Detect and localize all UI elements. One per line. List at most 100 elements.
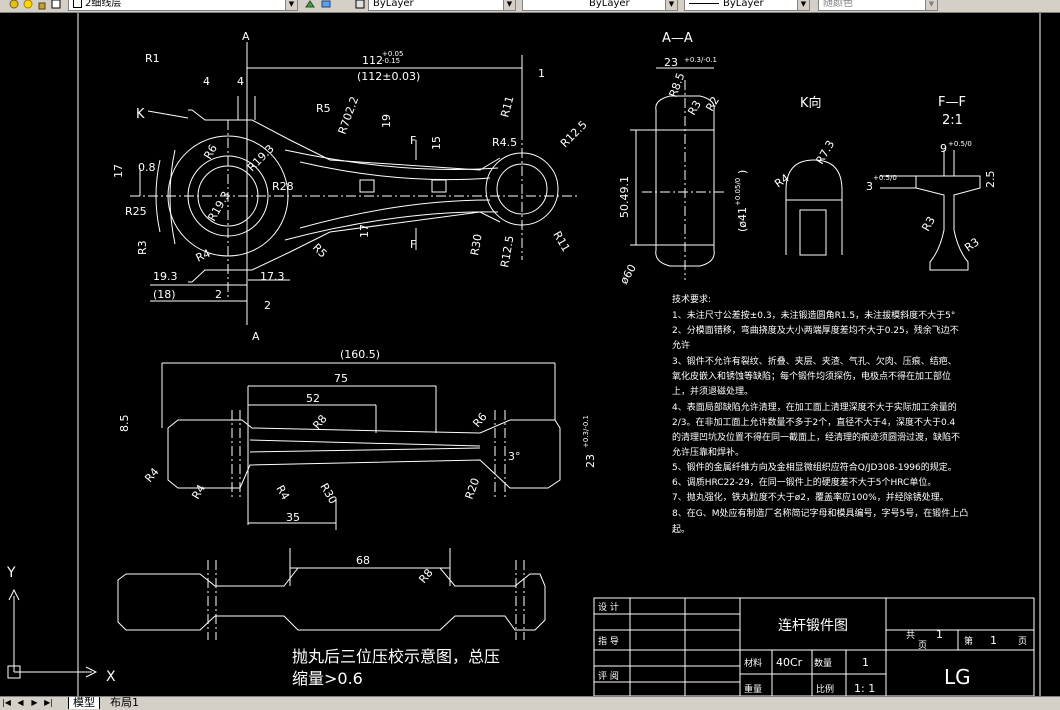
ucs-icon [7, 588, 98, 679]
layer-state-icon[interactable] [8, 0, 20, 10]
tb-total-unit: 页 [918, 640, 927, 651]
press-view: 68 R8 抛丸后三位压校示意图，总压 缩量>0.6 [117, 548, 546, 688]
title-block: 设 计 指 导 评 阅 连杆锻件图 材料 40Cr 数量 1 重量 比例 1: … [593, 597, 1035, 696]
aa-dim-23: 23 [664, 56, 678, 69]
tb-sheet-label: 第 [964, 635, 973, 647]
plotstyle-dropdown[interactable]: 随颜色 ▼ [818, 0, 938, 11]
tech-line: 7、抛丸强化，铁丸粒度不大于ø2，覆盖率应100%，并经除锈处理。 [672, 491, 949, 503]
dim-4a: 4 [203, 75, 210, 88]
press-caption-line1: 抛丸后三位压校示意图，总压 [292, 647, 500, 666]
side-dim-85: 8.5 [118, 415, 131, 433]
tech-line: 5、锻件的金属纤维方向及金相显微组织应符合Q/JD308-1996的规定。 [672, 461, 957, 473]
tb-review-label: 评 阅 [598, 671, 619, 682]
tb-drawing-name: 连杆锻件图 [778, 618, 848, 634]
make-current-icon[interactable] [304, 0, 316, 10]
side-r4a: R4 [142, 465, 161, 485]
tb-material-label: 材料 [744, 657, 762, 669]
tab-model[interactable]: 模型 [68, 697, 100, 709]
last-tab-icon[interactable]: ▶| [44, 698, 53, 707]
r25-label: R25 [125, 205, 147, 218]
first-tab-icon[interactable]: |◀ [2, 698, 11, 707]
lineweight-dropdown[interactable]: ByLayer ▼ [684, 0, 810, 11]
color-control-icon[interactable] [354, 0, 366, 10]
side-r4c: R4 [273, 483, 292, 502]
ff-dim-3-tol: +0.5/0 [873, 174, 897, 182]
chevron-down-icon: ▼ [285, 0, 297, 10]
lineweight-sample [689, 2, 719, 4]
view-k-title: K向 [800, 95, 822, 111]
r3-label: R3 [136, 240, 149, 255]
tb-scale-label: 比例 [816, 683, 834, 695]
ucs-y-label: Y [6, 565, 16, 581]
layer-name: 2细线层 [85, 0, 122, 9]
r193b-label: R19.3 [205, 189, 232, 223]
layer-previous-icon[interactable] [320, 0, 332, 10]
side-dim-1605: (160.5) [340, 348, 380, 361]
next-tab-icon[interactable]: ▶ [31, 698, 38, 707]
sun-icon[interactable] [22, 0, 34, 10]
prev-tab-icon[interactable]: ◀ [17, 698, 24, 707]
tech-line: 允许 [672, 339, 690, 351]
ff-r3b: R3 [962, 235, 981, 254]
tech-line: 2/3。在非加工面上允许数量不多于2个，直径不大于4，深度不大于0.4 [672, 416, 956, 428]
tb-sheet-unit: 页 [1018, 636, 1027, 647]
layout-tabs: |◀ ◀ ▶ ▶| 模型 布局1 [0, 696, 1060, 710]
tech-line: 2、分模面错移，弯曲挠度及大小两端厚度差均不大于0.25，残余飞边不 [672, 324, 959, 336]
aa-dim-23-tol: +0.3/-0.1 [684, 56, 717, 64]
side-dim-75: 75 [334, 372, 348, 385]
tb-qty-label: 数量 [814, 657, 832, 669]
linetype-dropdown[interactable]: ByLayer ▼ [522, 0, 678, 11]
layer-dropdown[interactable]: 2细线层 ▼ [68, 0, 298, 11]
aa-r85: R8.5 [667, 71, 688, 99]
ff-dim-3: 3 [866, 180, 873, 193]
side-dim-52: 52 [306, 392, 320, 405]
tb-code: LG [944, 665, 971, 689]
dim-08: 0.8 [138, 161, 156, 174]
side-r4b: R4 [189, 482, 208, 501]
aa-dia-60: ø60 [617, 262, 639, 286]
lineweight-value: ByLayer [723, 0, 764, 9]
tb-total: 1 [936, 628, 943, 641]
plotstyle-value: 随颜色 [823, 0, 853, 9]
tab-layout1[interactable]: 布局1 [110, 696, 139, 709]
tb-design-label: 设 计 [598, 601, 619, 613]
r193a-label: R19.3 [245, 142, 277, 174]
tech-line: 4、表面局部缺陷允许清理，在加工面上清理深度不大于实际加工余量的 [672, 401, 957, 413]
section-f-bottom-label: F [410, 238, 416, 251]
lock-icon[interactable] [36, 0, 48, 10]
chevron-down-icon: ▼ [925, 0, 937, 10]
section-aa-title: A—A [662, 31, 693, 46]
color-dropdown[interactable]: ByLayer ▼ [368, 0, 516, 11]
dim-15: 15 [430, 136, 443, 150]
tb-weight-label: 重量 [744, 683, 762, 695]
side-r20: R20 [463, 476, 483, 501]
dim-112-ref: (112±0.03) [357, 70, 420, 83]
tech-line: 8、在G、M处应有制造厂名称简记字母和模具编号，字号5号，在锻件上凸 [672, 507, 968, 519]
aa-r3: R3 [685, 98, 704, 117]
section-a-top-label: A [242, 30, 250, 43]
dim-2b: 2 [264, 299, 271, 312]
section-ff: F—F 2:1 9 +0.5/0 3 +0.5/0 2.5 R3 R3 [866, 95, 997, 271]
r28-label: R28 [272, 180, 294, 193]
r702-label: R702.2 [336, 95, 362, 136]
tech-line: 起。 [672, 524, 690, 535]
r4-label: R4 [194, 247, 213, 265]
aa-dim-5049: 50.49.1 [618, 176, 631, 218]
r125a-label: R12.5 [558, 118, 590, 150]
ff-dim-9: 9 [940, 142, 947, 155]
dim-112-tol-upper: +0.05 [382, 50, 403, 58]
drawing-canvas[interactable]: Y X [0, 13, 1060, 696]
r125b-label: R12.5 [498, 235, 516, 269]
tech-line: 的清理凹坑及位置不得在同一截面上，经清理的痕迹须圆滑过渡，缺陷不 [672, 431, 960, 443]
dim-17b: 17 [358, 224, 371, 238]
side-dim-23: 23 [584, 454, 597, 468]
dim-112-tol-lower: -0.15 [382, 57, 400, 65]
tech-line: 6、调质HRC22-29，在同一锻件上的硬度差不大于5个HRC单位。 [672, 476, 936, 488]
color-icon[interactable] [50, 0, 62, 10]
view-k: K向 R7.3 R4 [772, 95, 843, 256]
r11b-label: R11 [550, 229, 572, 254]
side-dim-3: 3° [508, 450, 521, 463]
dim-18: (18) [153, 288, 176, 301]
dim-112: 112 [362, 54, 383, 67]
tech-line: 氧化皮嵌入和锈蚀等缺陷；每个锻件均须探伤，电极点不得在加工部位 [672, 370, 951, 382]
